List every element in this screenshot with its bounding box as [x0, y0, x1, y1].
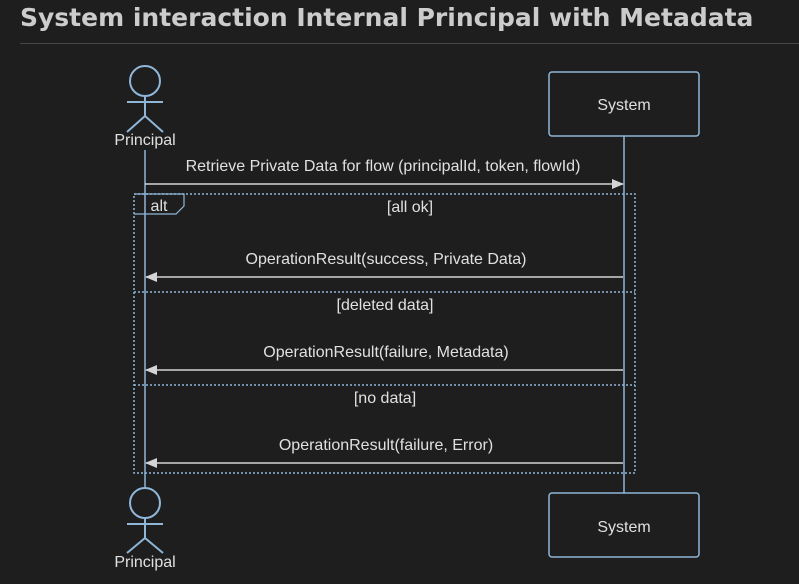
alt-keyword: alt — [151, 198, 168, 215]
principal-label-top: Principal — [114, 132, 175, 149]
alt-frame — [133, 193, 636, 474]
request-message-label: Retrieve Private Data for flow (principa… — [186, 158, 581, 175]
condition-no-data: [no data] — [354, 390, 416, 407]
title-divider — [20, 43, 799, 44]
nodata-message-label: OperationResult(failure, Error) — [279, 437, 493, 454]
condition-deleted-data: [deleted data] — [337, 297, 434, 314]
deleted-message-label: OperationResult(failure, Metadata) — [263, 344, 508, 361]
actor-icon — [126, 65, 164, 133]
system-label-bottom: System — [597, 519, 650, 536]
principal-label-bottom: Principal — [114, 554, 175, 571]
system-box-top — [548, 71, 700, 137]
alt-frame-tab — [134, 193, 185, 215]
actor-icon — [126, 487, 164, 554]
condition-all-ok: [all ok] — [387, 199, 433, 216]
system-box-bottom — [548, 492, 700, 558]
page-title: System interaction Internal Principal wi… — [20, 3, 754, 32]
success-message-label: OperationResult(success, Private Data) — [246, 251, 527, 268]
system-label-top: System — [597, 97, 650, 114]
